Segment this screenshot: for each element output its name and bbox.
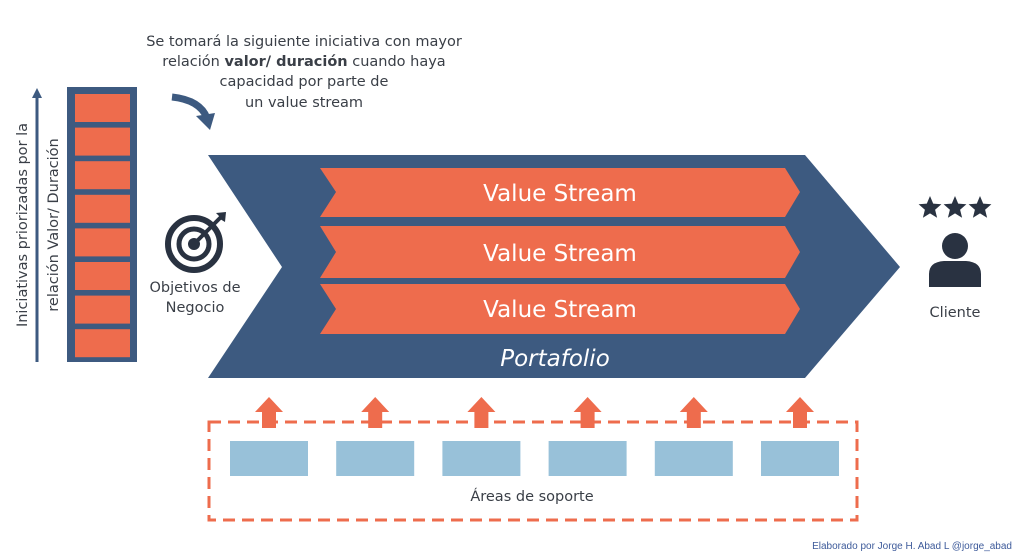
initiative-cell (75, 262, 130, 290)
client-label: Cliente (930, 305, 981, 321)
support-areas-container (207, 420, 859, 522)
support-area-box (654, 441, 733, 476)
person-icon (929, 233, 981, 287)
credit-text: Elaborado por Jorge H. Abad L @jorge_aba… (812, 541, 1012, 552)
portfolio-label: Portafolio (500, 346, 610, 372)
value-stream: Value Stream (320, 168, 800, 217)
annotation-line: Se tomará la siguiente iniciativa con ma… (146, 34, 462, 50)
annotation-line: capacidad por parte de (220, 74, 389, 90)
arrow-up-icon (255, 397, 283, 428)
initiative-cell (75, 295, 130, 324)
support-area-box (442, 441, 521, 476)
initiative-cell (75, 161, 130, 190)
initiative-backlog (67, 87, 137, 362)
star-icon (943, 196, 967, 218)
arrow-up-icon (679, 397, 708, 428)
objectives-label: Objetivos de (149, 280, 240, 296)
annotation-text: Se tomará la siguiente iniciativa con ma… (146, 34, 462, 111)
initiative-cell (75, 94, 130, 122)
initiative-cell (75, 127, 130, 156)
priority-axis-arrow (32, 88, 42, 362)
axis-label: relación Valor/ Duración (46, 138, 62, 311)
support-area-box (761, 441, 839, 476)
value-stream: Value Stream (320, 284, 800, 334)
annotation-text-segment: relación (162, 54, 224, 70)
value-stream: Value Stream (320, 226, 800, 278)
arrow-up-icon (361, 397, 390, 428)
curved-arrow-icon (171, 93, 215, 130)
initiative-cell (75, 228, 130, 257)
star-icon (918, 196, 942, 218)
objectives-label: Negocio (166, 300, 225, 316)
axis-label: Iniciativas priorizadas por la (15, 123, 31, 327)
annotation-bold-text: valor/ duración (224, 54, 347, 70)
annotation-line: relación valor/ duración cuando haya (162, 54, 445, 70)
value-stream-label: Value Stream (483, 241, 637, 267)
value-stream-label: Value Stream (483, 181, 637, 207)
annotation-line: un value stream (245, 95, 363, 111)
initiative-cell (75, 194, 130, 223)
support-area-box (548, 441, 627, 476)
annotation-text-segment: cuando haya (348, 54, 446, 70)
arrow-up-icon (786, 397, 814, 428)
star-icon (968, 196, 992, 218)
arrow-up-icon (573, 397, 602, 428)
target-icon (165, 212, 226, 273)
initiative-cell (75, 329, 130, 358)
support-area-box (230, 441, 308, 476)
value-stream-label: Value Stream (483, 297, 637, 323)
support-area-box (336, 441, 415, 476)
support-areas-label: Áreas de soporte (470, 488, 593, 505)
arrow-up-icon (467, 397, 496, 428)
rating-stars-icon (918, 196, 992, 218)
